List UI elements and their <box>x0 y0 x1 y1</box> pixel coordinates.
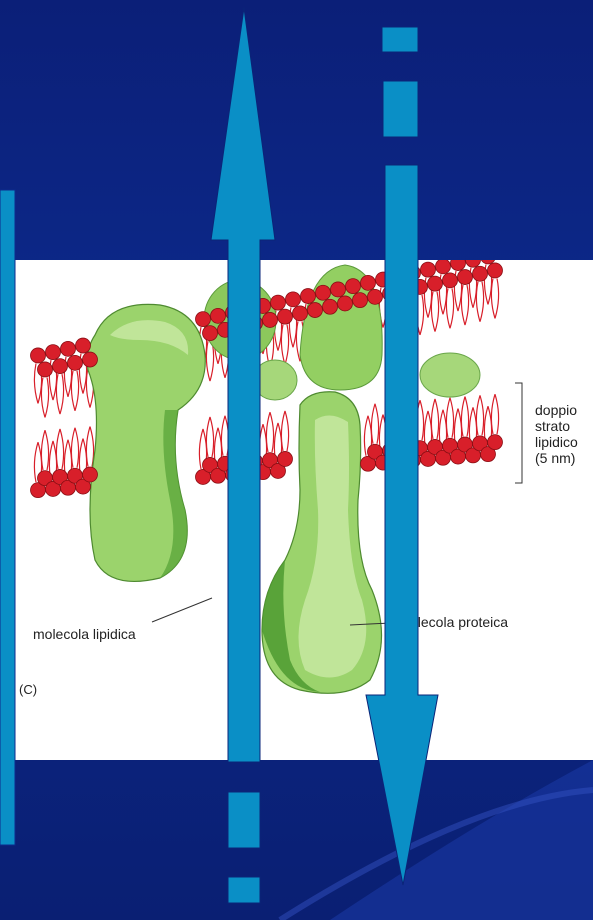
dash-bottom-1 <box>228 792 260 848</box>
dash-top-1 <box>382 27 418 52</box>
dash-bottom-2 <box>228 877 260 903</box>
down-arrow <box>366 165 438 885</box>
up-arrow <box>211 8 275 762</box>
dash-top-2 <box>383 81 418 137</box>
left-vertical-bar <box>0 190 15 845</box>
